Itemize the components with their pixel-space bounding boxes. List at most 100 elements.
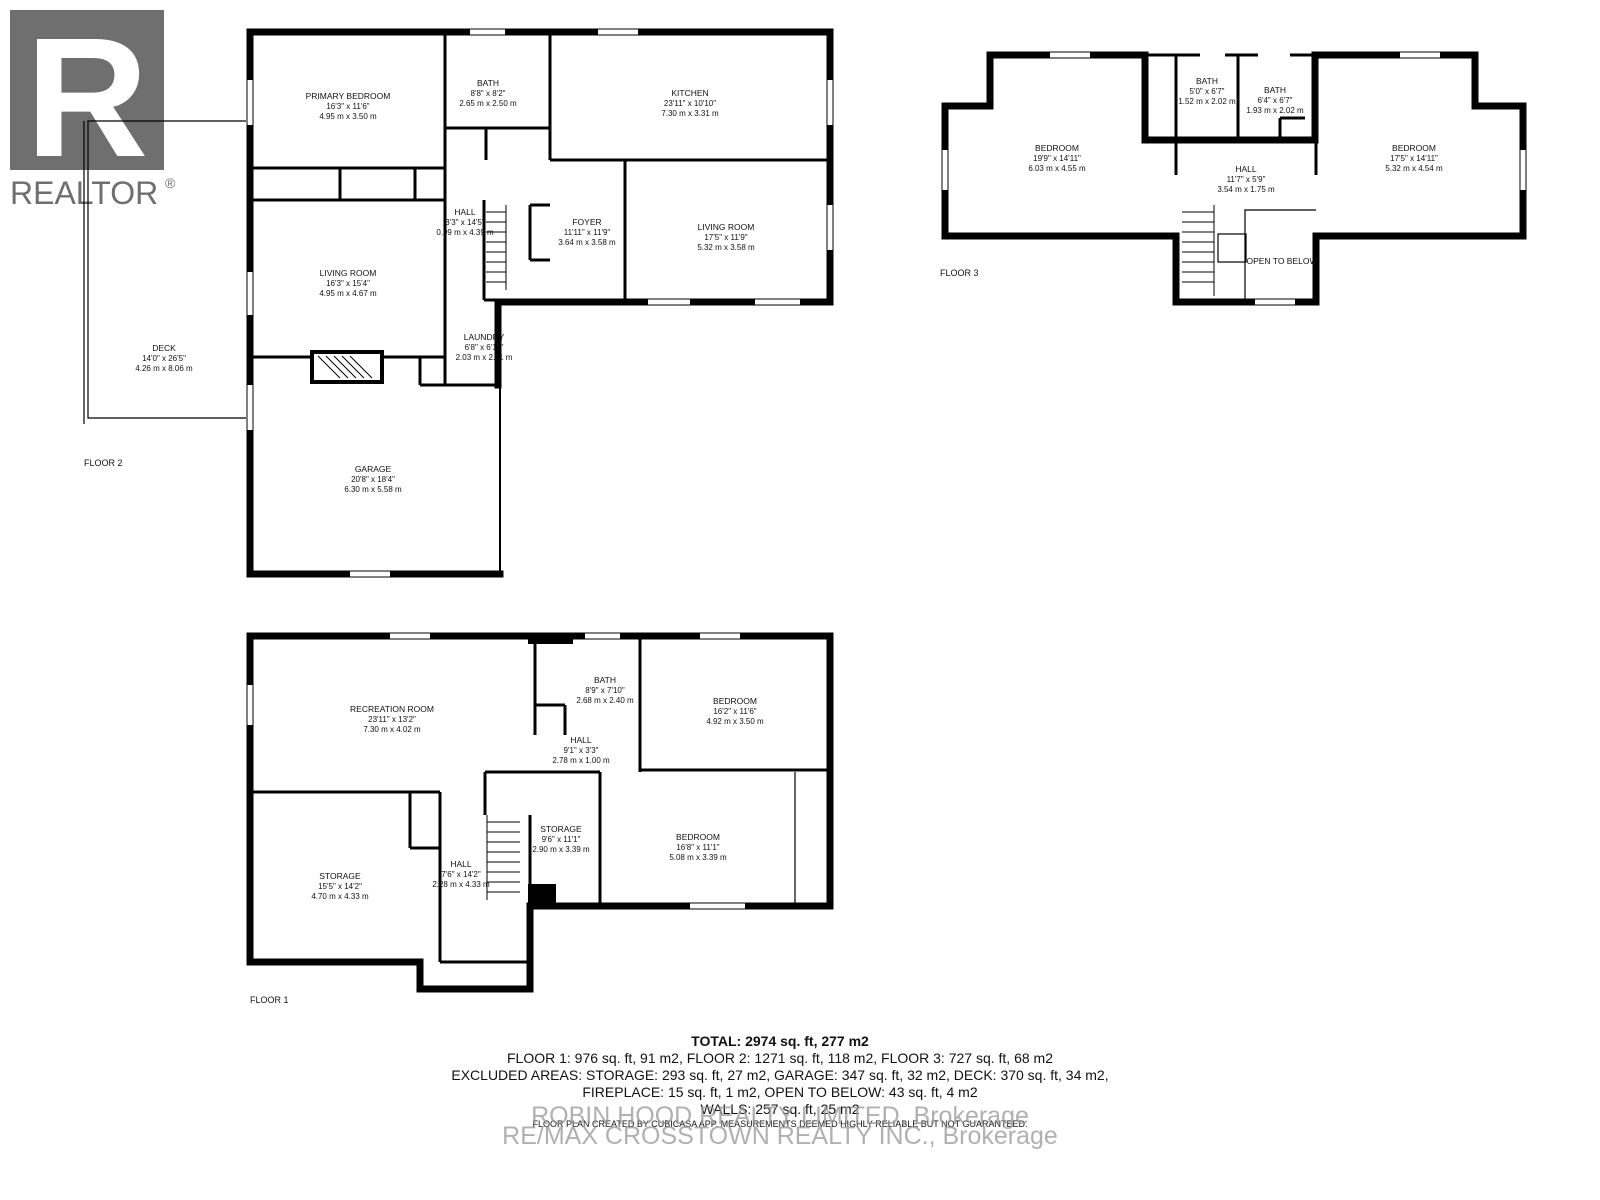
floor-1-exterior-wall [246,632,834,993]
room-dimensions-metric: 7.30 m x 4.02 m [363,725,421,734]
room-dimensions-metric: 4.92 m x 3.50 m [706,717,764,726]
room-bath-b: BATH 6'4" x 6'7" 1.93 m x 2.02 m [1246,85,1304,115]
room-dimensions-metric: 2.78 m x 1.00 m [552,756,610,765]
floor-3-plan: FLOOR 3 BEDROOM 19'9" x 14'11" 6.03 m x … [940,51,1527,306]
room-storage-west: STORAGE 15'5" x 14'2" 4.70 m x 4.33 m [311,871,369,901]
room-bedroom-upper: BEDROOM 16'2" x 11'6" 4.92 m x 3.50 m [706,696,764,726]
room-storage-center: STORAGE 9'6" x 11'1" 2.90 m x 3.39 m [532,824,590,854]
room-recreation-room: RECREATION ROOM 23'11" x 13'2" 7.30 m x … [350,704,434,734]
room-dimensions-metric: 4.70 m x 4.33 m [311,892,369,901]
area-summary: TOTAL: 2974 sq. ft, 277 m2 FLOOR 1: 976 … [330,1032,1230,1130]
brokerage-line-1: ROBIN HOOD REALTY LIMITED, Brokerage [531,1102,1029,1130]
room-dimensions-imperial: 6'8" x 6'11" [465,343,504,352]
room-name: STORAGE [540,824,582,834]
floor-1-stairs [486,815,520,900]
room-deck: DECK 14'0" x 26'5" 4.26 m x 8.06 m [135,343,193,373]
walls-area: WALLS: 257 sq. ft, 25 m2 [700,1101,860,1117]
room-hall: HALL 11'7" x 5'9" 3.54 m x 1.75 m [1217,164,1275,194]
room-living-room-east: LIVING ROOM 17'5" x 11'9" 5.32 m x 3.58 … [697,222,755,252]
floor-1-windows [247,633,745,909]
room-bath-a: BATH 5'0" x 6'7" 1.52 m x 2.02 m [1178,76,1236,106]
realtor-logo: R REALTOR ® [10,8,176,208]
room-name: BATH [594,675,616,685]
column [528,884,556,906]
room-dimensions-metric: 2.90 m x 3.39 m [532,845,590,854]
disclaimer: FLOOR PLAN CREATED BY CUBICASA APP. MEAS… [532,1119,1028,1129]
room-living-room-west: LIVING ROOM 16'3" x 15'4" 4.95 m x 4.67 … [319,268,377,298]
room-dimensions-metric: 6.30 m x 5.58 m [344,485,402,494]
room-bedroom-west: BEDROOM 19'9" x 14'11" 6.03 m x 4.55 m [1028,143,1086,173]
room-kitchen: KITCHEN 23'11" x 10'10" 7.30 m x 3.31 m [661,88,719,118]
room-name: BEDROOM [713,696,757,706]
room-dimensions-imperial: 8'8" x 8'2" [471,89,506,98]
beam [528,636,573,644]
room-name: GARAGE [355,464,392,474]
room-dimensions-metric: 5.08 m x 3.39 m [669,853,727,862]
room-dimensions-imperial: 23'11" x 13'2" [368,715,416,724]
floor-1-plan: FLOOR 1 RECREATION ROOM 23'11" x 13'2" 7… [246,632,834,1005]
floor-3-windows [942,52,1526,305]
room-open-to-below: OPEN TO BELOW [1246,256,1317,266]
room-name: STORAGE [319,871,361,881]
floor-2-plan: FLOOR 2 PRIMARY BEDROOM 16'3" x 11'6" 4.… [83,28,834,578]
room-name: HALL [450,859,472,869]
room-dimensions-imperial: 3'3" x 14'5" [445,218,485,227]
room-name: BEDROOM [1035,143,1079,153]
room-name: HALL [570,735,592,745]
room-name: BATH [1264,85,1286,95]
room-dimensions-imperial: 16'8" x 11'1" [676,843,719,852]
room-dimensions-metric: 4.95 m x 3.50 m [319,112,377,121]
room-name: PRIMARY BEDROOM [306,91,391,101]
room-hall: HALL 3'3" x 14'5" 0.99 m x 4.39 m [436,207,494,237]
floor-2-windows [247,29,833,577]
room-dimensions-metric: 0.99 m x 4.39 m [436,228,494,237]
room-dimensions-imperial: 15'5" x 14'2" [318,882,362,891]
room-dimensions-metric: 1.52 m x 2.02 m [1178,97,1236,106]
room-dimensions-metric: 5.32 m x 4.54 m [1385,164,1443,173]
deck-outline [87,120,246,419]
room-dimensions-metric: 3.64 m x 3.58 m [558,238,616,247]
excluded-areas: EXCLUDED AREAS: STORAGE: 293 sq. ft, 27 … [451,1067,1109,1083]
room-dimensions-imperial: 19'9" x 14'11" [1033,154,1081,163]
room-dimensions-metric: 3.54 m x 1.75 m [1217,185,1275,194]
floor-areas: FLOOR 1: 976 sq. ft, 91 m2, FLOOR 2: 127… [507,1050,1053,1066]
floor-2-exterior-wall [246,28,834,389]
room-dimensions-imperial: 11'7" x 5'9" [1227,175,1266,184]
room-bath: BATH 8'9" x 7'10" 2.68 m x 2.40 m [576,675,634,705]
room-dimensions-imperial: 16'3" x 15'4" [326,279,370,288]
room-name: FOYER [572,217,601,227]
room-name: BATH [1196,76,1218,86]
room-name: BATH [477,78,499,88]
stairs [486,205,507,290]
room-name: LIVING ROOM [320,268,377,278]
room-name: HALL [1235,164,1257,174]
room-name: HALL [454,207,476,217]
room-name: BEDROOM [1392,143,1436,153]
room-name: DECK [152,343,176,353]
room-dimensions-imperial: 8'9" x 7'10" [585,686,625,695]
room-dimensions-imperial: 16'3" x 11'6" [326,102,369,111]
registered-mark: ® [165,175,176,191]
brokerage-line-2: RE/MAX CROSSTOWN REALTY INC., Brokerage [502,1122,1058,1150]
floor-3-label: FLOOR 3 [940,268,979,278]
room-dimensions-imperial: 17'5" x 11'9" [704,233,747,242]
room-foyer: FOYER 11'11" x 11'9" 3.64 m x 3.58 m [558,217,616,247]
fireplace-hatch [317,355,373,379]
floor-2-label: FLOOR 2 [84,458,123,468]
room-laundry: LAUNDRY 6'8" x 6'11" 2.03 m x 2.11 m [456,332,513,362]
floor-3-stairs [1182,205,1215,296]
room-dimensions-imperial: 23'11" x 10'10" [664,99,716,108]
room-dimensions-metric: 4.26 m x 8.06 m [135,364,193,373]
room-name: RECREATION ROOM [350,704,434,714]
room-primary-bedroom: PRIMARY BEDROOM 16'3" x 11'6" 4.95 m x 3… [306,91,391,121]
room-dimensions-imperial: 16'2" x 11'6" [713,707,756,716]
room-dimensions-metric: 1.93 m x 2.02 m [1246,106,1304,115]
room-dimensions-metric: 2.68 m x 2.40 m [576,696,634,705]
room-dimensions-metric: 2.28 m x 4.33 m [432,880,490,889]
room-dimensions-metric: 2.03 m x 2.11 m [456,353,513,362]
room-dimensions-metric: 5.32 m x 3.58 m [697,243,755,252]
room-hall-lower: HALL 7'6" x 14'2" 2.28 m x 4.33 m [432,859,490,889]
floor-2-west-wall [246,28,504,578]
room-dimensions-metric: 6.03 m x 4.55 m [1028,164,1086,173]
